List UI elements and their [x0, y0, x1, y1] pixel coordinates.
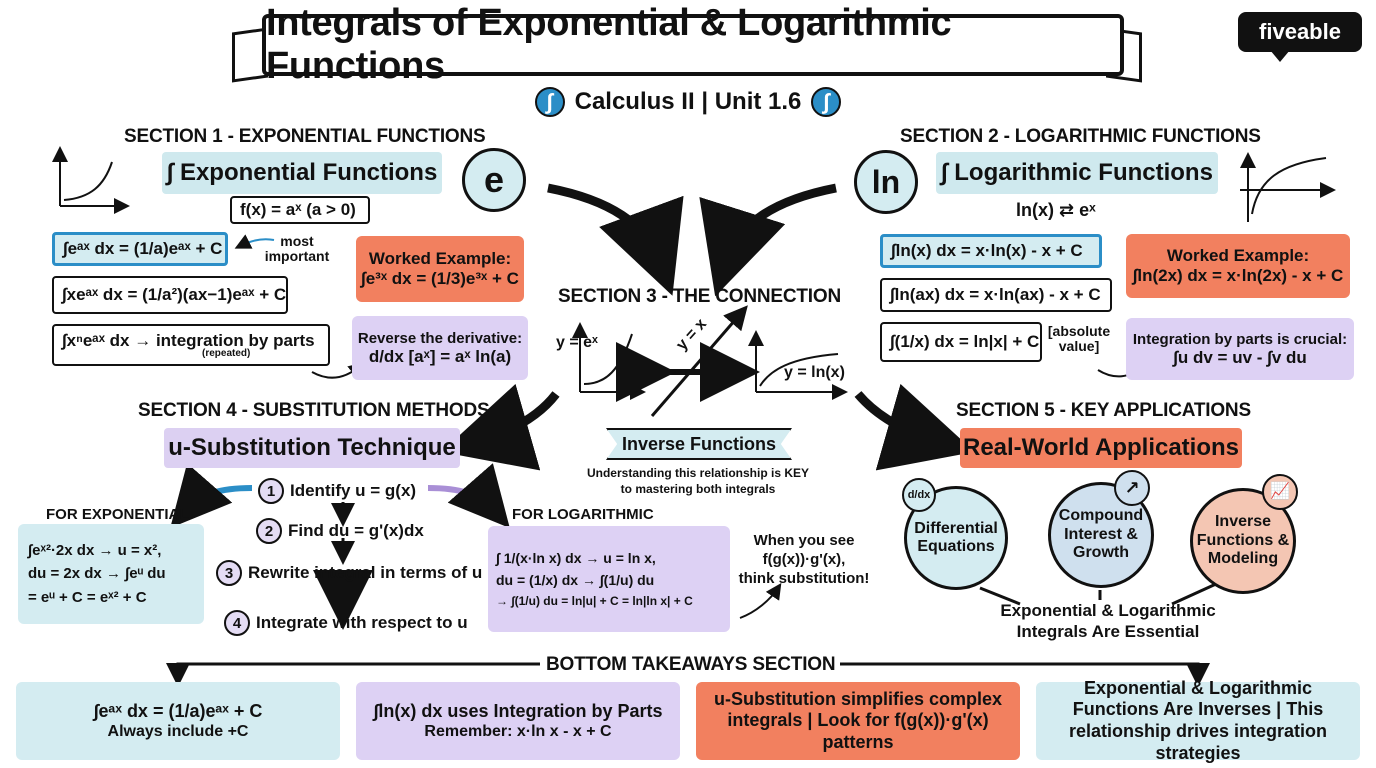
- takeaway-2-line-1: ∫ln(x) dx uses Integration by Parts: [373, 700, 663, 721]
- ln-exp-relation: ln(x) ⇄ eˣ: [1016, 200, 1096, 220]
- takeaway-4-line-1: Exponential & Logarithmic Functions Are …: [1068, 677, 1328, 763]
- exp-formula-3-note: (repeated): [202, 347, 251, 359]
- exp-sub-line-1: ∫eˣ²·2x dx → u = x²,: [28, 542, 162, 560]
- takeaway-card-4: Exponential & Logarithmic Functions Are …: [1036, 678, 1360, 763]
- exp-sub-line-3: = eᵘ + C = eˣ² + C: [28, 588, 147, 606]
- section5-pill: Real-World Applications: [960, 428, 1242, 468]
- reverse-derivative-box: Reverse the derivative: d/dx [aˣ] = aˣ l…: [352, 316, 528, 380]
- inverse-functions-ribbon: Inverse Functions: [606, 428, 792, 460]
- connection-note-2: to mastering both integrals: [620, 481, 776, 496]
- exp-formula-1: ∫eᵃˣ dx = (1/a)eᵃˣ + C: [52, 232, 228, 266]
- logo-tail: [1270, 50, 1290, 62]
- section2-pill: ∫ Logarithmic Functions: [936, 152, 1218, 194]
- page-subtitle: ∫ Calculus II | Unit 1.6 ∫: [516, 84, 860, 120]
- tip-line-1: When you see: [753, 532, 855, 549]
- log-sub-line-2: du = (1/x) dx → ∫(1/u) du: [496, 572, 655, 589]
- step-number: 3: [216, 560, 242, 586]
- ln-worked-body: ∫ln(2x) dx = x·ln(2x) - x + C: [1132, 266, 1344, 285]
- substitution-tip: When you see f(g(x))·g'(x), think substi…: [734, 532, 874, 588]
- step-text: Find du = g'(x)dx: [288, 521, 424, 540]
- log-sub-line-1: ∫ 1/(x·ln x) dx → u = ln x,: [496, 550, 656, 567]
- ln-worked-example: Worked Example: ∫ln(2x) dx = x·ln(2x) - …: [1126, 234, 1350, 298]
- exp-formula-3: ∫xⁿeᵃˣ dx → integration by parts (repeat…: [52, 324, 330, 366]
- label-y-ex: y = eˣ: [556, 334, 598, 351]
- connection-note: Understanding this relationship is KEY t…: [578, 466, 818, 497]
- tip-line-2: f(g(x))·g'(x),: [762, 550, 846, 568]
- arrow-s3-to-s5: [854, 383, 975, 471]
- step-number: 2: [256, 518, 282, 544]
- integral-icon: ∫: [811, 87, 842, 117]
- sub-step-1: 1 Identify u = g(x): [258, 478, 416, 504]
- reverse-body: d/dx [aˣ] = aˣ ln(a): [368, 346, 512, 366]
- section1-heading: SECTION 1 - EXPONENTIAL FUNCTIONS: [124, 126, 486, 147]
- sub-step-3: 3 Rewrite integral in terms of u: [216, 560, 482, 586]
- step-number: 4: [224, 610, 250, 636]
- growth-arrow-icon: ↗: [1114, 470, 1150, 506]
- exp-sub-line-2: du = 2x dx → ∫eᵘ du: [28, 565, 166, 583]
- ln-symbol-icon: ln: [854, 150, 918, 214]
- page-title: Integrals of Exponential & Logarithmic F…: [262, 2, 1124, 87]
- parts-body: ∫u dv = uv - ∫v du: [1173, 347, 1307, 367]
- section4-heading: SECTION 4 - SUBSTITUTION METHODS: [138, 400, 490, 421]
- exp-definition: f(x) = aˣ (a > 0): [230, 196, 370, 224]
- takeaway-card-2: ∫ln(x) dx uses Integration by Parts Reme…: [356, 682, 680, 760]
- log-sub-line-3: → ∫(1/u) du = ln|u| + C = ln|ln x| + C: [496, 593, 693, 608]
- applications-note-1: Exponential & Logarithmic: [1000, 601, 1216, 620]
- takeaway-card-3: u-Substitution simplifies complex integr…: [696, 682, 1020, 760]
- e-symbol-icon: e: [462, 148, 526, 212]
- ln-formula-1: ∫ln(x) dx = x·ln(x) - x + C: [880, 234, 1102, 268]
- section4-pill: u-Substitution Technique: [164, 428, 460, 468]
- step-text: Rewrite integral in terms of u: [248, 563, 483, 582]
- section2-heading: SECTION 2 - LOGARITHMIC FUNCTIONS: [900, 126, 1261, 147]
- derivative-icon: d/dx: [902, 478, 936, 512]
- applications-note: Exponential & Logarithmic Integrals Are …: [990, 600, 1226, 643]
- section1-pill: ∫ Exponential Functions: [162, 152, 442, 194]
- integral-icon: ∫: [534, 87, 565, 117]
- exp-formula-2: ∫xeᵃˣ dx = (1/a²)(ax−1)eᵃˣ + C: [52, 276, 288, 314]
- absolute-value-note: [absolute value]: [1047, 323, 1111, 355]
- exp-worked-example: Worked Example: ∫e³ˣ dx = (1/3)e³ˣ + C: [356, 236, 524, 302]
- parts-title: Integration by parts is crucial:: [1132, 330, 1348, 348]
- sub-step-4: 4 Integrate with respect to u: [224, 610, 468, 636]
- chart-icon: 📈: [1262, 474, 1298, 510]
- ln-graph-icon: [1240, 152, 1336, 222]
- exp-substitution-box: ∫eˣ²·2x dx → u = x², du = 2x dx → ∫eᵘ du…: [18, 524, 204, 624]
- exp-formula-3-text: ∫xⁿeᵃˣ dx → integration by parts: [62, 330, 315, 350]
- step-text: Integrate with respect to u: [256, 613, 468, 632]
- step-text: Identify u = g(x): [290, 481, 417, 500]
- exp-graph-icon: [52, 146, 130, 214]
- arrow-s3-to-s4: [441, 383, 560, 471]
- arrow-s2-to-s3: [699, 183, 837, 297]
- applications-note-2: Integrals Are Essential: [1016, 622, 1200, 642]
- ln-worked-title: Worked Example:: [1166, 246, 1310, 265]
- parts-crucial-box: Integration by parts is crucial: ∫u dv =…: [1126, 318, 1354, 380]
- fiveable-logo: fiveable: [1238, 12, 1362, 52]
- takeaway-1-line-1: ∫eᵃˣ dx = (1/a)eᵃˣ + C: [93, 700, 263, 721]
- exp-worked-title: Worked Example:: [368, 249, 512, 268]
- section5-heading: SECTION 5 - KEY APPLICATIONS: [956, 400, 1251, 421]
- section3-heading: SECTION 3 - THE CONNECTION: [558, 286, 841, 307]
- subtitle-text: Calculus II | Unit 1.6: [574, 88, 802, 115]
- takeaway-3-line-1: u-Substitution simplifies complex integr…: [713, 688, 1003, 752]
- connection-note-1: Understanding this relationship is KEY: [586, 466, 810, 480]
- step-number: 1: [258, 478, 284, 504]
- bottom-heading: BOTTOM TAKEAWAYS SECTION: [546, 654, 836, 675]
- label-y-lnx: y = ln(x): [784, 364, 845, 381]
- takeaway-2-line-2: Remember: x·ln x - x + C: [424, 723, 612, 741]
- exp-worked-body: ∫e³ˣ dx = (1/3)e³ˣ + C: [361, 269, 519, 288]
- for-logarithmic-label: FOR LOGARITHMIC: [512, 506, 654, 523]
- tip-line-3: think substitution!: [738, 569, 870, 587]
- reverse-title: Reverse the derivative:: [357, 329, 523, 347]
- arrow-s1-to-s3: [547, 183, 684, 296]
- most-important-note: most important: [264, 233, 330, 264]
- sub-step-2: 2 Find du = g'(x)dx: [256, 518, 424, 544]
- for-exponential-label: FOR EXPONENTIAL: [46, 506, 189, 523]
- app-compound-interest: Compound Interest & Growth: [1048, 482, 1154, 588]
- ln-formula-3: ∫(1/x) dx = ln|x| + C: [880, 322, 1042, 362]
- takeaway-1-line-2: Always include +C: [107, 723, 249, 741]
- log-substitution-box: ∫ 1/(x·ln x) dx → u = ln x, du = (1/x) d…: [488, 526, 730, 632]
- ln-formula-2: ∫ln(ax) dx = x·ln(ax) - x + C: [880, 278, 1112, 312]
- takeaway-card-1: ∫eᵃˣ dx = (1/a)eᵃˣ + C Always include +C: [16, 682, 340, 760]
